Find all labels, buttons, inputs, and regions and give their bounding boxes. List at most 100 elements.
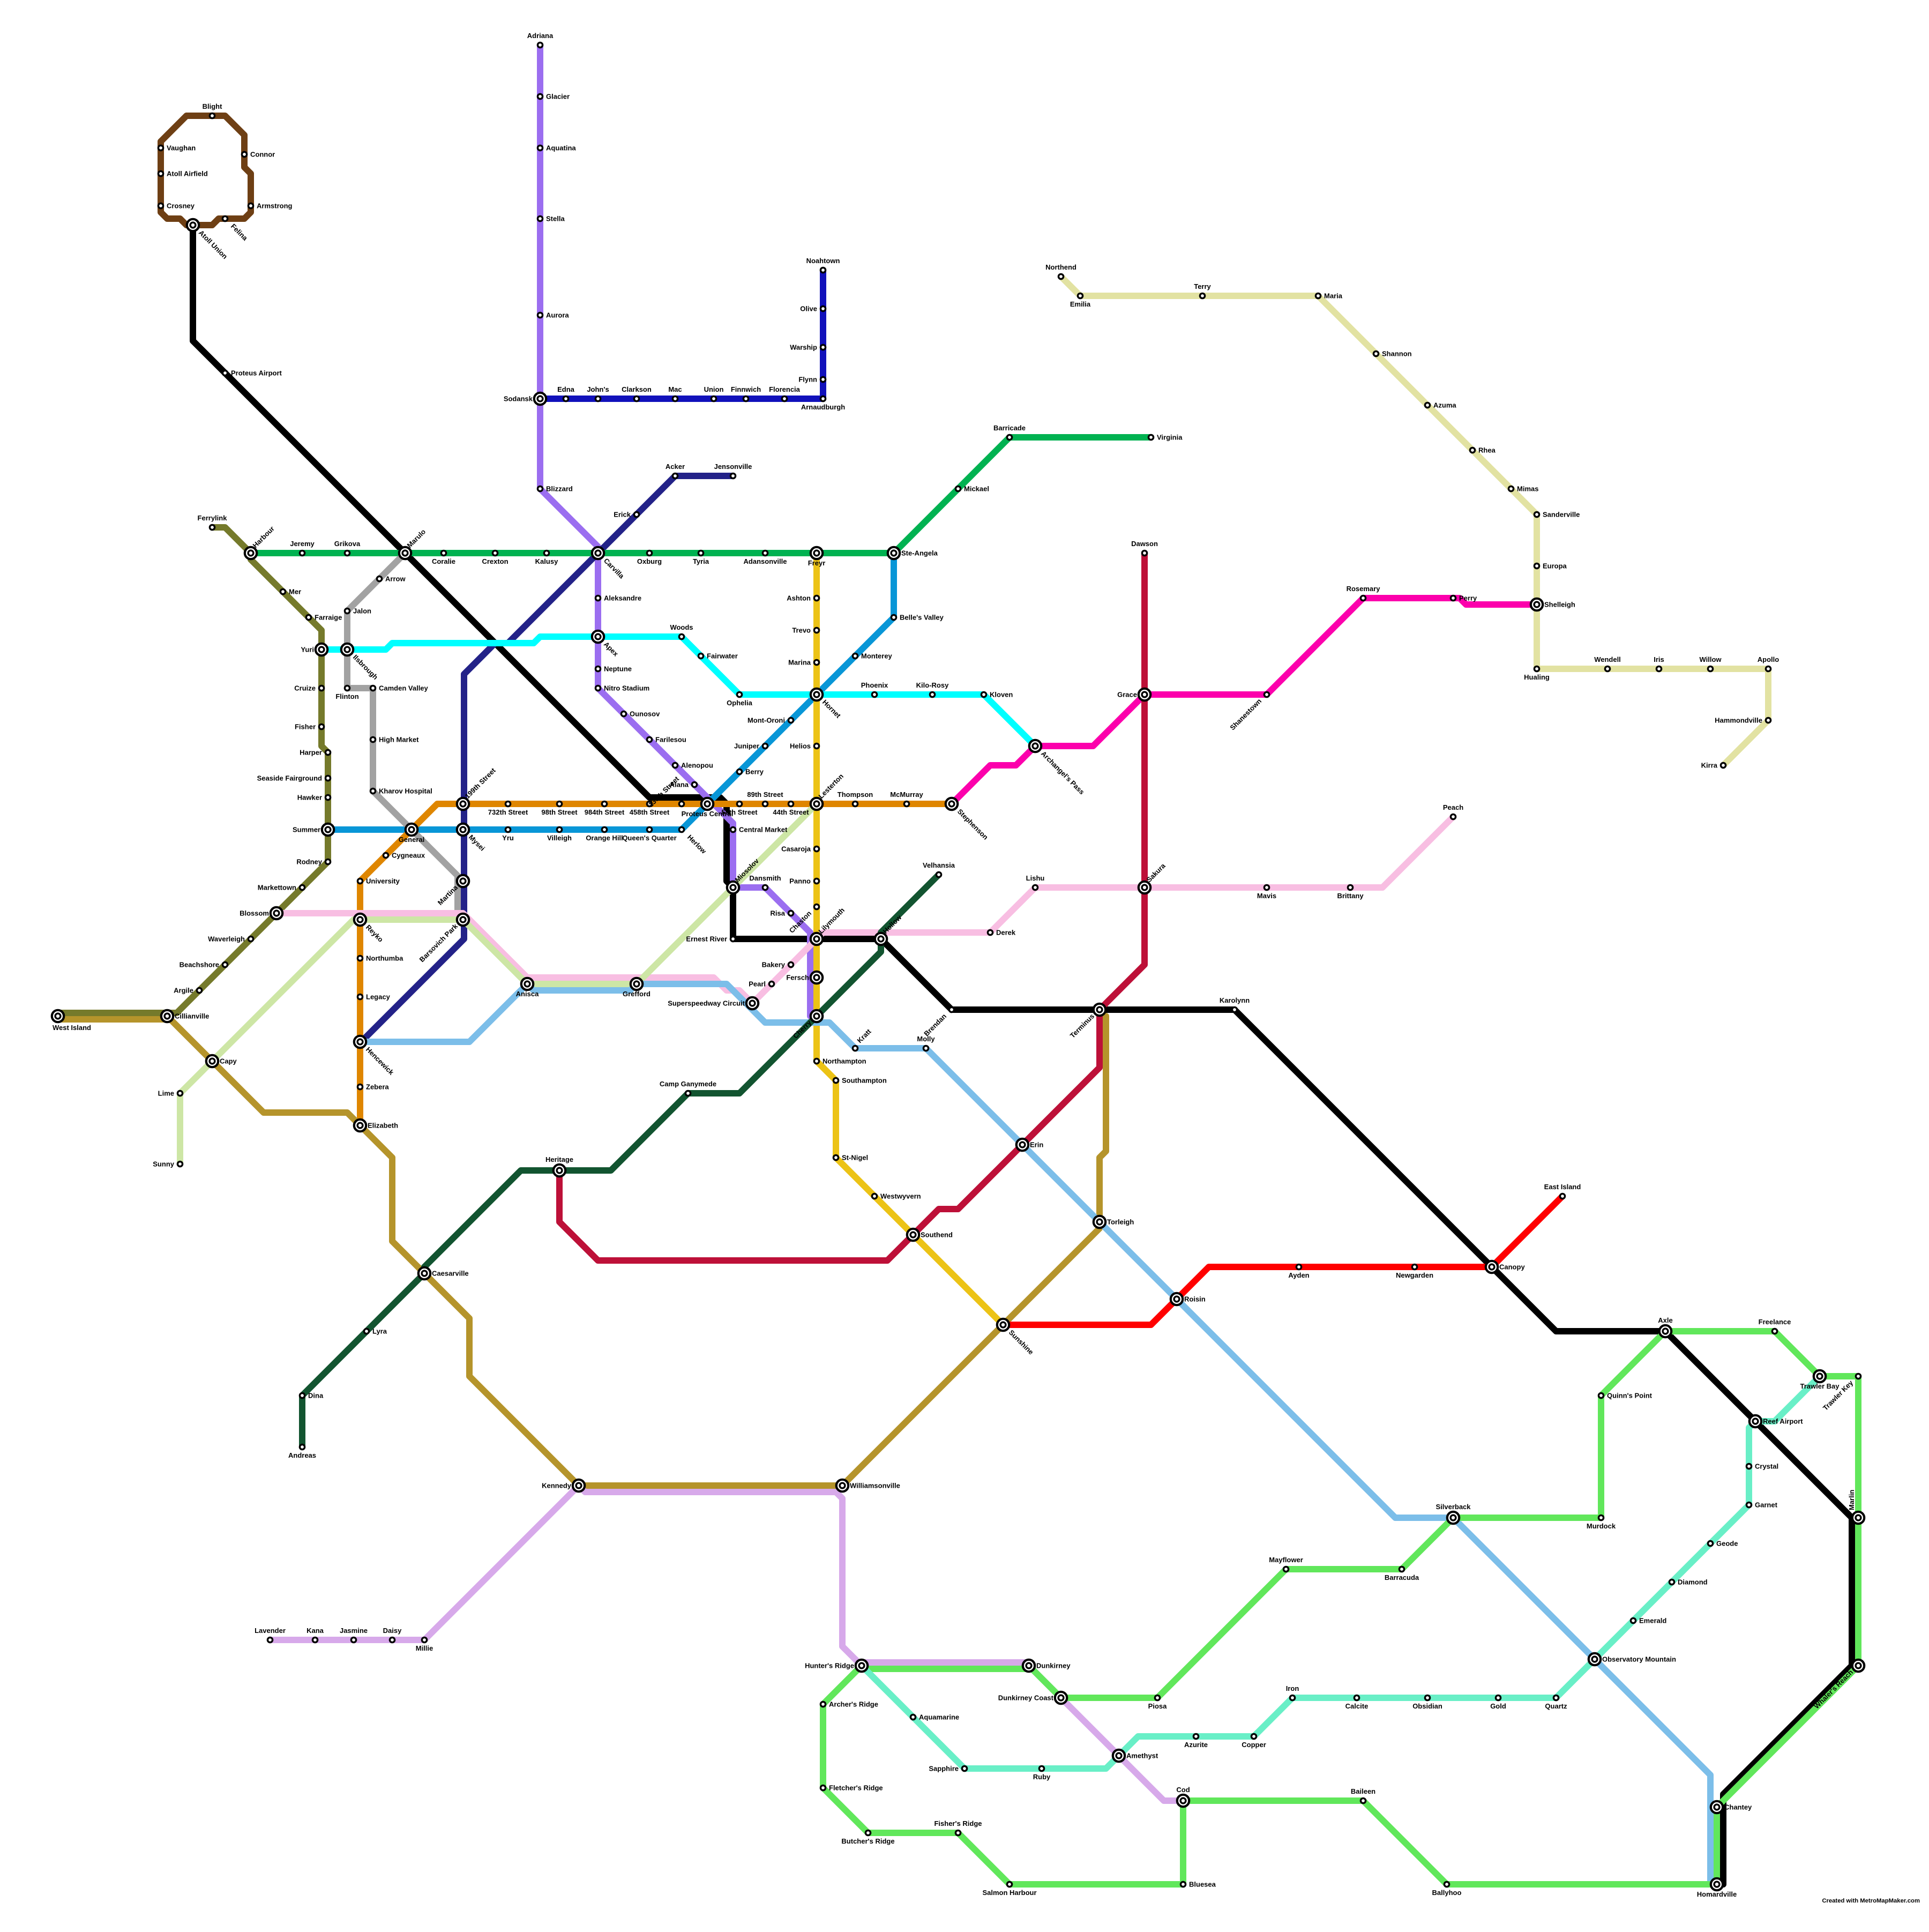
- svg-text:Capy: Capy: [220, 1057, 237, 1065]
- svg-text:Sanderville: Sanderville: [1543, 511, 1580, 519]
- svg-text:Acker: Acker: [666, 463, 685, 471]
- svg-text:Fersch: Fersch: [786, 974, 809, 982]
- svg-text:Juniper: Juniper: [734, 742, 759, 750]
- svg-text:Connor: Connor: [250, 151, 275, 159]
- svg-text:Nitro Stadium: Nitro Stadium: [604, 684, 649, 692]
- svg-text:Maria: Maria: [1324, 292, 1343, 300]
- svg-text:Mer: Mer: [289, 588, 301, 596]
- svg-text:Southend: Southend: [921, 1231, 953, 1239]
- svg-text:Ashton: Ashton: [787, 594, 811, 602]
- svg-text:Marlin: Marlin: [1848, 1490, 1856, 1510]
- svg-text:Emerald: Emerald: [1639, 1617, 1666, 1625]
- svg-text:Panno: Panno: [789, 877, 811, 885]
- svg-text:Crosney: Crosney: [167, 202, 195, 210]
- svg-text:Monterey: Monterey: [861, 652, 893, 660]
- svg-text:Crexton: Crexton: [482, 557, 508, 565]
- svg-text:Thompson: Thompson: [838, 790, 873, 799]
- svg-text:Freyr: Freyr: [808, 559, 826, 567]
- svg-text:Mickael: Mickael: [964, 485, 989, 493]
- svg-text:Aurora: Aurora: [546, 311, 569, 319]
- svg-text:Finnwich: Finnwich: [731, 385, 761, 393]
- svg-text:Helios: Helios: [790, 742, 811, 750]
- svg-text:Orange Hill: Orange Hill: [586, 834, 623, 842]
- svg-text:Archer's Ridge: Archer's Ridge: [829, 1700, 878, 1709]
- svg-text:Geode: Geode: [1716, 1540, 1738, 1548]
- svg-text:Warship: Warship: [790, 344, 817, 352]
- svg-text:Glacier: Glacier: [546, 93, 570, 101]
- svg-text:Andreas: Andreas: [288, 1451, 316, 1459]
- svg-text:Grikova: Grikova: [334, 540, 361, 548]
- svg-text:Baileen: Baileen: [1351, 1787, 1375, 1795]
- svg-text:Trevo: Trevo: [792, 626, 811, 635]
- svg-text:Diamond: Diamond: [1678, 1578, 1708, 1586]
- svg-text:Ruby: Ruby: [1033, 1773, 1051, 1781]
- svg-text:55th Street: 55th Street: [721, 808, 758, 816]
- svg-text:Lime: Lime: [158, 1090, 174, 1098]
- svg-text:Risa: Risa: [771, 909, 786, 917]
- svg-text:Reef Airport: Reef Airport: [1763, 1418, 1803, 1426]
- svg-text:Fisher's Ridge: Fisher's Ridge: [934, 1819, 982, 1827]
- svg-text:Southampton: Southampton: [842, 1077, 887, 1085]
- svg-text:Millie: Millie: [416, 1644, 433, 1652]
- svg-text:Queen's Quarter: Queen's Quarter: [622, 834, 676, 842]
- svg-text:Elizabeth: Elizabeth: [368, 1122, 398, 1130]
- svg-text:Atoll Airfield: Atoll Airfield: [167, 170, 208, 178]
- svg-text:Cruize: Cruize: [294, 684, 316, 692]
- svg-text:Molly: Molly: [917, 1035, 935, 1043]
- svg-text:Erick: Erick: [614, 511, 631, 519]
- svg-text:Kloven: Kloven: [990, 691, 1013, 699]
- svg-text:Torleigh: Torleigh: [1107, 1218, 1134, 1226]
- svg-text:Shannon: Shannon: [1382, 350, 1412, 358]
- svg-text:University: University: [366, 877, 400, 885]
- svg-text:Hawker: Hawker: [297, 794, 322, 802]
- svg-text:McMurray: McMurray: [890, 790, 923, 799]
- svg-text:Cod: Cod: [1176, 1786, 1190, 1794]
- svg-text:Hualing: Hualing: [1524, 673, 1550, 681]
- svg-text:Adriana: Adriana: [527, 32, 554, 40]
- svg-text:Jasmine: Jasmine: [340, 1627, 368, 1635]
- svg-text:Quartz: Quartz: [1545, 1702, 1567, 1710]
- svg-text:Barracuda: Barracuda: [1385, 1573, 1419, 1582]
- svg-text:Noahtown: Noahtown: [806, 257, 840, 265]
- svg-text:Jeremy: Jeremy: [290, 540, 315, 548]
- svg-text:Phoenix: Phoenix: [861, 681, 888, 689]
- svg-text:Calcite: Calcite: [1345, 1702, 1369, 1710]
- svg-text:Blossom: Blossom: [240, 909, 269, 917]
- svg-text:Bluesea: Bluesea: [1189, 1881, 1216, 1889]
- svg-text:Obsidian: Obsidian: [1412, 1702, 1442, 1710]
- svg-text:Markettown: Markettown: [258, 884, 296, 892]
- svg-text:Velhansia: Velhansia: [923, 861, 955, 869]
- svg-text:High Market: High Market: [379, 736, 419, 744]
- svg-text:Erin: Erin: [1030, 1141, 1043, 1149]
- svg-text:Mont-Oroni: Mont-Oroni: [747, 717, 785, 725]
- svg-text:Williamsonville: Williamsonville: [850, 1482, 900, 1490]
- svg-text:Kana: Kana: [306, 1627, 324, 1635]
- svg-text:Fisher: Fisher: [295, 723, 316, 731]
- svg-text:Trawler Bay: Trawler Bay: [1800, 1382, 1840, 1390]
- svg-text:Apollo: Apollo: [1758, 655, 1779, 663]
- svg-text:Mavis: Mavis: [1257, 892, 1276, 900]
- svg-text:Dawson: Dawson: [1131, 540, 1158, 548]
- svg-text:Homardville: Homardville: [1697, 1890, 1737, 1898]
- svg-text:Roisin: Roisin: [1184, 1295, 1206, 1303]
- svg-text:Kennedy: Kennedy: [542, 1482, 572, 1490]
- svg-text:Waverleigh: Waverleigh: [208, 935, 245, 943]
- svg-text:Oxburg: Oxburg: [637, 557, 662, 565]
- svg-text:John's: John's: [587, 385, 609, 393]
- svg-text:Grace: Grace: [1117, 691, 1137, 699]
- svg-text:Grefford: Grefford: [623, 990, 651, 998]
- svg-text:Kilo-Rosy: Kilo-Rosy: [916, 681, 949, 689]
- svg-text:Azurite: Azurite: [1184, 1741, 1208, 1749]
- svg-text:Azuma: Azuma: [1433, 401, 1456, 409]
- svg-text:Ernest River: Ernest River: [686, 935, 727, 943]
- svg-text:Farraige: Farraige: [315, 614, 342, 622]
- svg-text:458th Street: 458th Street: [630, 808, 670, 816]
- svg-text:Ounosov: Ounosov: [630, 710, 660, 718]
- svg-text:Rhea: Rhea: [1478, 446, 1496, 454]
- svg-text:Cygneaux: Cygneaux: [392, 852, 425, 860]
- svg-text:Florencia: Florencia: [769, 385, 801, 393]
- svg-text:West Island: West Island: [53, 1024, 91, 1032]
- svg-text:Iron: Iron: [1286, 1684, 1299, 1692]
- svg-text:Sodansk: Sodansk: [504, 395, 533, 403]
- svg-text:Shelleigh: Shelleigh: [1544, 601, 1575, 609]
